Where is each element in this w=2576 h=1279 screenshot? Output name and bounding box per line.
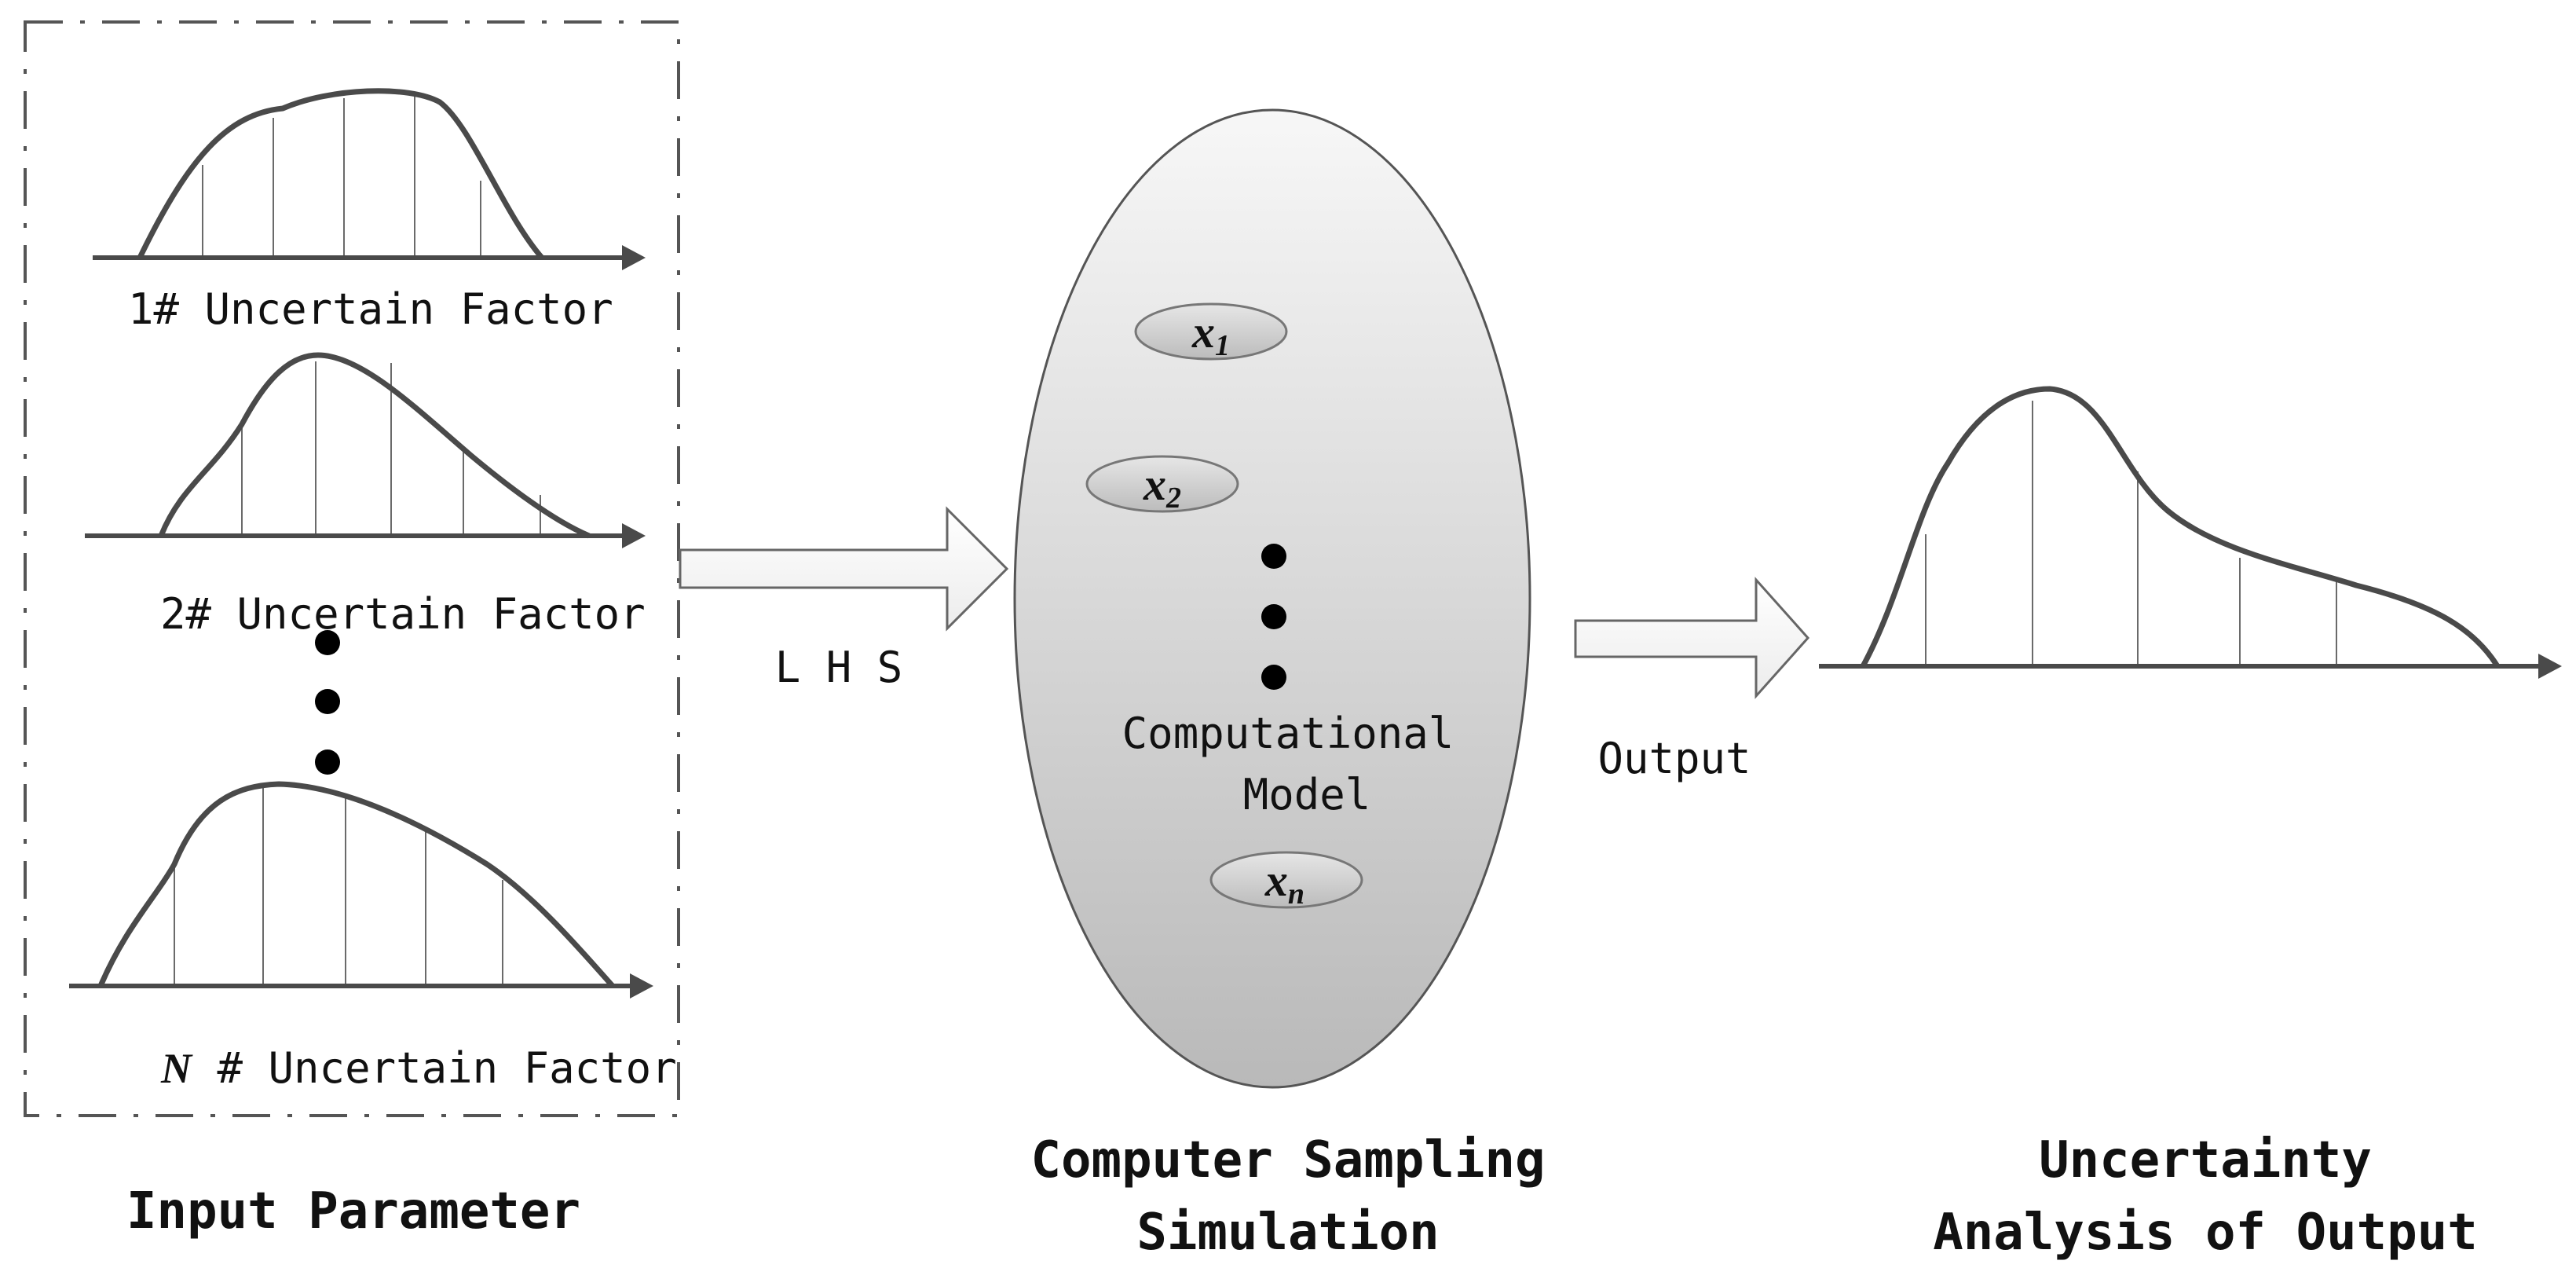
factor-1-label: 1# Uncertain Factor: [128, 284, 613, 334]
factors-ellipsis: [315, 630, 340, 775]
factor-1-curve: [137, 88, 544, 260]
uncertainty-caption-line1: Uncertainty: [2039, 1131, 2372, 1189]
computer-sampling-caption-line1: Computer Sampling: [1030, 1131, 1545, 1189]
lhs-arrow: [679, 506, 1009, 632]
output-curve: [1860, 386, 2500, 668]
ellipsis-dot: [315, 630, 340, 655]
ellipsis-dot: [315, 689, 340, 714]
input-parameter-caption: Input Parameter: [126, 1182, 580, 1241]
factor-2-curve: [158, 352, 591, 539]
computer-sampling-caption-line2: Simulation: [1136, 1204, 1439, 1262]
output-distribution: [1819, 386, 2562, 679]
factor-1-distribution: [93, 88, 646, 270]
factor-n-gridlines: [174, 787, 503, 986]
output-axis-arrowhead: [2538, 654, 2562, 679]
factor-1-axis-arrowhead: [622, 245, 646, 270]
variable-x1-text: x1: [1191, 306, 1230, 362]
lhs-label: L H S: [775, 643, 903, 692]
variable-x1-oval: [1134, 302, 1288, 361]
factor-2-axis-arrowhead: [622, 523, 646, 548]
ellipsis-dot: [1261, 665, 1286, 690]
variable-xn-oval: [1209, 851, 1363, 909]
ellipsis-dot: [1261, 604, 1286, 629]
factor-n-curve: [97, 781, 615, 988]
factor-n-axis-arrowhead: [630, 973, 653, 999]
variable-x2: x2: [1085, 455, 1239, 515]
variable-x1: x1: [1134, 302, 1288, 362]
variable-xn: xn: [1209, 851, 1363, 911]
variable-x2-oval: [1085, 455, 1239, 513]
factor-n-distribution: [69, 781, 653, 999]
computational-model-ellipse: [1013, 108, 1531, 1089]
factor-2-distribution: [85, 352, 646, 548]
ellipsis-dot: [315, 749, 340, 775]
computational-model-label-line2: Model: [1243, 770, 1371, 819]
factor-n-label: N # Uncertain Factor: [160, 1043, 677, 1093]
factor-n-symbol: N: [160, 1045, 193, 1092]
variable-x2-text: x2: [1143, 459, 1181, 515]
variables-ellipsis: [1261, 544, 1286, 690]
variable-xn-text: xn: [1264, 855, 1304, 911]
uncertainty-caption-line2: Analysis of Output: [1933, 1204, 2478, 1262]
output-gridlines: [1925, 401, 2337, 666]
factor-1-gridlines: [202, 94, 481, 258]
factor-2-label: 2# Uncertain Factor: [160, 589, 646, 639]
output-arrow: [1574, 577, 1810, 699]
ellipsis-dot: [1261, 544, 1286, 569]
factor-n-text: # Uncertain Factor: [192, 1043, 677, 1093]
input-parameter-box: [24, 20, 680, 1117]
factor-2-gridlines: [241, 361, 541, 536]
computational-model-label-line1: Computational: [1122, 709, 1454, 758]
output-label: Output: [1597, 734, 1751, 783]
